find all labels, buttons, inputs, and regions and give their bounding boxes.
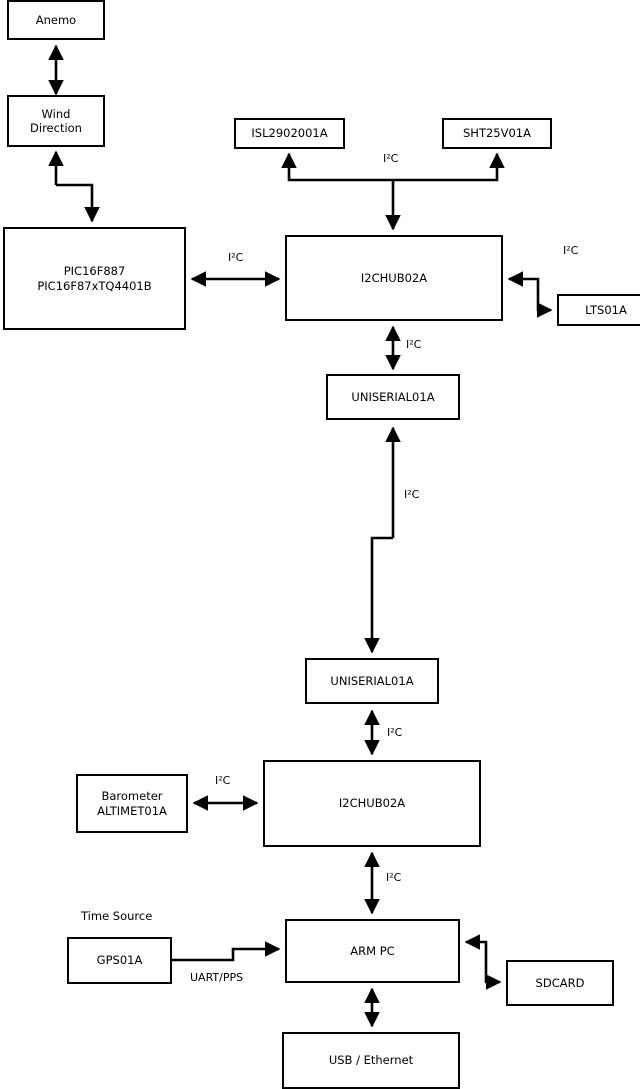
node-gps01a[interactable]: GPS01A (67, 937, 172, 984)
node-sht25v01a-label: SHT25V01A (463, 126, 531, 141)
label-time-source: Time Source (81, 909, 153, 923)
edge-label-i2c-hub-lts: I²C (563, 244, 579, 257)
node-arm-pc-label: ARM PC (350, 943, 395, 958)
node-usb-ethernet-label: USB / Ethernet (328, 1053, 414, 1068)
edge-lts-to-hubtop (507, 271, 540, 290)
edge-label-i2c-hub-sensors: I²C (383, 152, 399, 165)
node-anemo[interactable]: Anemo (7, 0, 105, 40)
node-wind-direction-label: Wind Direction (30, 106, 82, 135)
edge-bus-isl (281, 152, 393, 182)
edge-sdcard-to-armpc (464, 934, 488, 951)
node-usb-ethernet[interactable]: USB / Ethernet (282, 1032, 460, 1089)
edge-hubtop-to-lts (536, 290, 553, 318)
node-barometer-altimet01a-label: Barometer ALTIMET01A (97, 789, 167, 818)
edge-label-i2c-uniserial-link: I²C (404, 488, 420, 501)
edge-wind-pic-jog (56, 183, 100, 223)
node-lts01a[interactable]: LTS01A (557, 294, 640, 326)
node-wind-direction[interactable]: Wind Direction (7, 95, 105, 147)
node-arm-pc[interactable]: ARM PC (285, 919, 460, 983)
node-anemo-label: Anemo (35, 12, 77, 27)
node-sht25v01a[interactable]: SHT25V01A (442, 118, 552, 149)
node-sdcard[interactable]: SDCARD (506, 960, 614, 1006)
node-isl2902001a[interactable]: ISL2902001A (234, 118, 345, 149)
edge-label-i2c-pic-hub: I²C (228, 251, 244, 264)
node-i2chub02a-top[interactable]: I2CHUB02A (285, 235, 503, 321)
edge-armpc-to-sdcard (484, 951, 502, 990)
node-isl2902001a-label: ISL2902001A (251, 126, 328, 141)
node-uniserial01a-bottom[interactable]: UNISERIAL01A (305, 658, 439, 704)
node-uniserial01a-bottom-label: UNISERIAL01A (330, 673, 414, 688)
node-pic-mcu[interactable]: PIC16F887 PIC16F87xTQ4401B (3, 227, 186, 330)
node-sdcard-label: SDCARD (535, 975, 585, 990)
node-lts01a-label: LTS01A (585, 302, 627, 317)
edge-label-i2c-baro-hub2: I²C (215, 774, 231, 787)
node-gps01a-label: GPS01A (96, 953, 143, 968)
node-i2chub02a-bottom[interactable]: I2CHUB02A (263, 760, 481, 847)
node-uniserial01a-top-label: UNISERIAL01A (351, 389, 435, 404)
edge-gps-armpc (172, 941, 281, 962)
edge-label-i2c-uniserial-hub2: I²C (387, 726, 403, 739)
edge-bus-sht (393, 152, 505, 182)
node-i2chub02a-top-label: I2CHUB02A (360, 270, 428, 285)
edge-uniserial-link-down (364, 536, 393, 654)
node-uniserial01a-top[interactable]: UNISERIAL01A (326, 374, 460, 420)
edge-label-uart-pps: UART/PPS (190, 971, 244, 984)
edge-label-i2c-hub-uniserial: I²C (406, 338, 422, 351)
node-pic-mcu-label: PIC16F887 PIC16F87xTQ4401B (37, 264, 152, 293)
node-barometer-altimet01a[interactable]: Barometer ALTIMET01A (76, 774, 188, 833)
edge-label-i2c-hub2-armpc: I²C (386, 871, 402, 884)
node-i2chub02a-bottom-label: I2CHUB02A (338, 796, 406, 811)
